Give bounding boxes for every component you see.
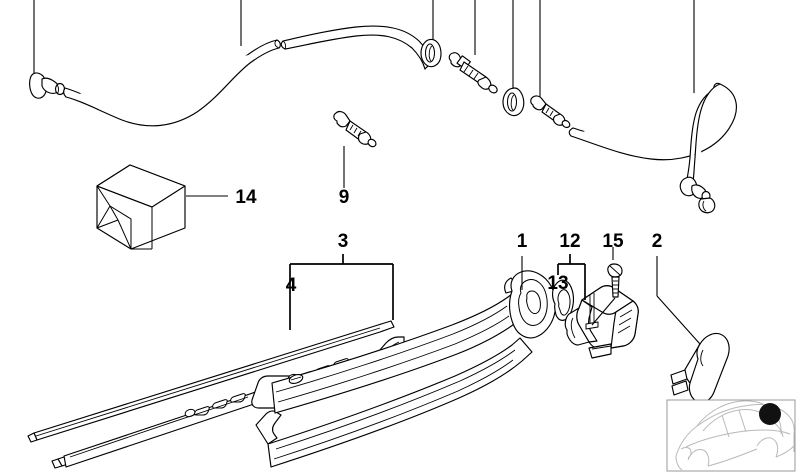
callout-label-9: 9 [339, 187, 350, 208]
part-wiper-arm-cover-cap [656, 256, 730, 404]
callout-bracket-12-13 [557, 254, 586, 300]
hose-grommet-right [502, 87, 525, 117]
wiper-arm-pivot-head [504, 270, 557, 339]
part-wiper-arm [255, 270, 557, 468]
callout-label-1: 1 [517, 231, 528, 252]
callout-label-14: 14 [235, 187, 257, 208]
non-return-valve [448, 52, 498, 94]
part-wiper-blade-carton [96, 164, 228, 250]
leader-line-part-15 [591, 297, 616, 326]
callout-bracket-3-4 [289, 254, 394, 330]
part-sealing-gasket [551, 279, 575, 321]
location-marker-dot [759, 403, 781, 425]
callout-label-12: 12 [559, 231, 580, 252]
callout-label-15: 15 [602, 231, 624, 252]
callout-label-13: 13 [547, 273, 568, 294]
callout-label-4: 4 [286, 275, 297, 296]
vehicle-location-inset [666, 399, 796, 472]
part-hex-bolt [591, 247, 623, 326]
callout-labels: 14 9 3 4 1 12 15 2 13 [235, 187, 662, 296]
inline-fittings-row [420, 38, 571, 129]
washer-nozzle-elbow-right [679, 176, 716, 214]
callout-label-2: 2 [652, 231, 663, 252]
part-wiper-blade-rubber-insert [27, 320, 395, 443]
part-hose-connector-nipple [333, 110, 377, 188]
hose-grommet-left [420, 38, 442, 68]
washer-hose-upper-assembly [29, 25, 433, 127]
washer-hose-lower-assembly [568, 82, 737, 214]
hose-connector-right [530, 95, 571, 129]
callout-label-3: 3 [338, 231, 349, 252]
leader-line-part-2-lower [656, 295, 701, 345]
